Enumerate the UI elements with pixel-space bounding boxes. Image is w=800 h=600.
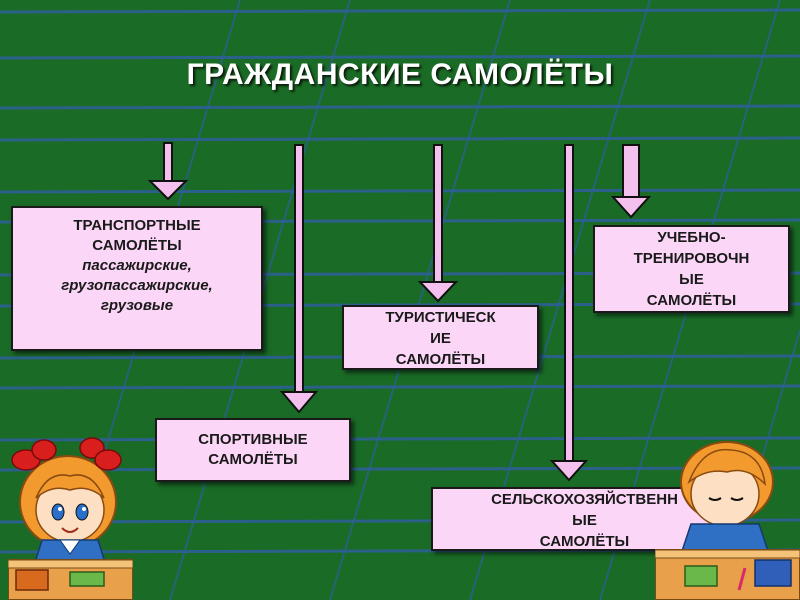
transport-sub-1: пассажирские, [13, 256, 261, 276]
transport-sub-3: грузовые [13, 296, 261, 316]
tourist-title-1: ТУРИСТИЧЕСК [344, 307, 537, 328]
transport-sub-2: грузопассажирские, [13, 276, 261, 296]
arrow-to-tourist [420, 145, 456, 301]
training-planes-box: УЧЕБНО- ТРЕНИРОВОЧН ЫЕ САМОЛЁТЫ [593, 225, 790, 313]
training-title-2: ТРЕНИРОВОЧН [595, 248, 788, 269]
transport-planes-box: ТРАНСПОРТНЫЕ САМОЛЁТЫ пассажирские, груз… [11, 206, 263, 351]
arrow-to-agricultural [552, 145, 586, 480]
sport-title-2: САМОЛЁТЫ [157, 450, 349, 470]
arrow-to-sport [282, 145, 316, 412]
arrow-to-training [613, 145, 649, 217]
training-title-3: ЫЕ [595, 269, 788, 290]
tourist-planes-box: ТУРИСТИЧЕСК ИЕ САМОЛЁТЫ [342, 305, 539, 370]
tourist-title-3: САМОЛЁТЫ [344, 349, 537, 370]
transport-title-2: САМОЛЁТЫ [13, 236, 261, 256]
sport-title-1: СПОРТИВНЫЕ [157, 430, 349, 450]
training-title-4: САМОЛЁТЫ [595, 290, 788, 311]
transport-title-1: ТРАНСПОРТНЫЕ [13, 216, 261, 236]
training-title-1: УЧЕБНО- [595, 227, 788, 248]
tourist-title-2: ИЕ [344, 328, 537, 349]
boy-at-desk-illustration [655, 432, 800, 600]
sport-planes-box: СПОРТИВНЫЕ САМОЛЁТЫ [155, 418, 351, 482]
arrow-to-transport [150, 143, 186, 199]
girl-at-desk-illustration [8, 432, 133, 600]
